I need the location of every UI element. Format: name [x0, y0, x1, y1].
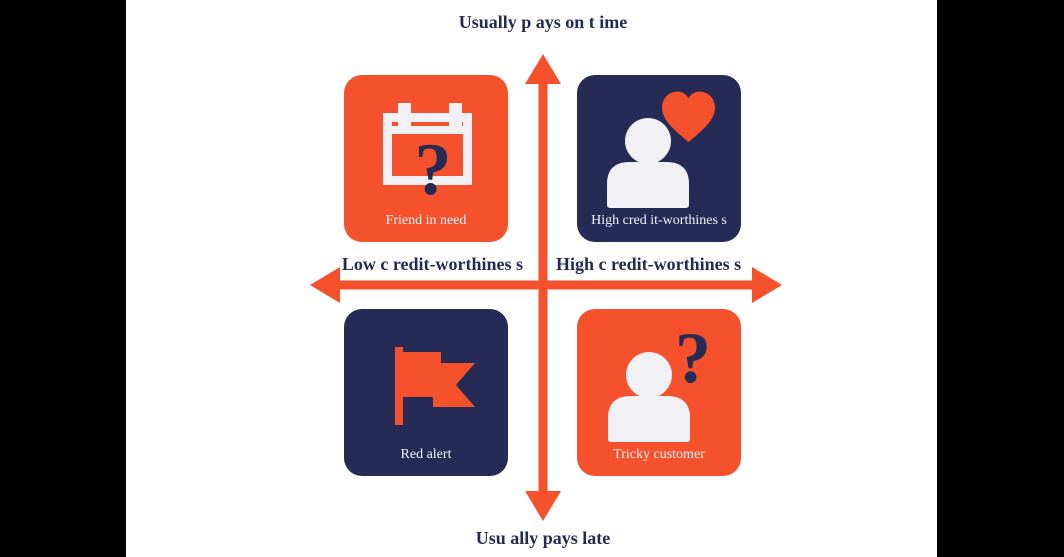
axis-right-label: High c redit-worthines s	[556, 254, 742, 274]
calendar-question-icon: ?	[383, 103, 472, 211]
person-heart-icon	[607, 91, 715, 208]
quadrant-card-high-credit-worthiness: High cred it-worthines s	[577, 75, 741, 242]
quadrant-card-tricky-customer: ? Tricky customer	[577, 309, 741, 476]
card-label: Red alert	[400, 447, 452, 462]
axis-left-label: Low c redit-worthines s	[341, 254, 523, 274]
letterbox-right	[937, 0, 1064, 557]
card-label: Friend in need	[385, 213, 467, 228]
quadrant-card-friend-in-need: ? Friend in need	[344, 75, 508, 242]
svg-text:?: ?	[415, 129, 452, 211]
letterbox-left	[0, 0, 126, 557]
card-label: Tricky customer	[613, 447, 705, 462]
svg-text:?: ?	[675, 318, 711, 398]
flag-icon	[395, 347, 475, 425]
person-question-icon: ?	[608, 318, 711, 442]
card-label: High cred it-worthines s	[591, 213, 727, 228]
axis-bottom-label: Usu ally pays late	[475, 528, 611, 548]
axis-top-label: Usually p ays on t ime	[458, 12, 628, 32]
quadrant-card-red-alert: Red alert	[344, 309, 508, 476]
